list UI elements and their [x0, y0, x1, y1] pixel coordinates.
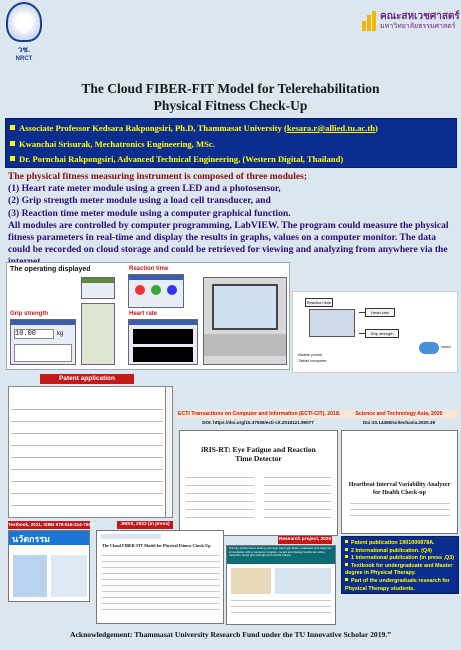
author-3: Dr. Pornchai Rakpongsiri, Advanced Techn…	[10, 152, 452, 168]
heart-rate-label: Heart rate	[129, 311, 158, 317]
nrct-logo-text: วช.	[17, 45, 31, 54]
authors-banner: Associate Professor Kedsara Rakpongsiri,…	[5, 118, 457, 168]
diagram-heart-rate: Heart rate	[365, 308, 395, 317]
diagram-grip-strength: Grip strength	[365, 329, 399, 338]
sat-paper: Heartbeat Interval Variability Analyzer …	[341, 430, 458, 534]
research-banner: Primary performance testing prototype ha…	[227, 546, 335, 564]
tu-logo-line1: คณะสหเวชศาสตร์	[380, 11, 460, 22]
author-2: Kwanchai Srisurak, Mechatronics Engineer…	[10, 137, 452, 153]
author-1: Associate Professor Kedsara Rakpongsiri,…	[10, 121, 452, 137]
patent-document	[8, 386, 166, 518]
research-label: Research project, 2020	[278, 536, 332, 544]
tu-allied-health-logo: คณะสหเวชศาสตร์ มหาวิทยาลัยธรรมศาสตร์	[362, 8, 460, 34]
operating-display-panel: The operating displayed Grip strength 10…	[6, 262, 290, 370]
patent-label: Patent application No.1901000878	[40, 374, 134, 392]
textbook-cover-title: นวัตกรรม	[9, 531, 89, 545]
sat-doi: Doi:10.14456/scitechasia.2020.39	[362, 420, 436, 425]
jmss-paper: The Cloud FIBER-FIT Model for Physical F…	[96, 530, 224, 624]
jmss-label: JMSS, 2022 (in press)	[117, 521, 173, 529]
sat-header: Science and Technology Asia, 2020	[340, 410, 458, 418]
grip-strength-window: 10.00 kg	[10, 319, 76, 365]
heart-rate-window	[128, 319, 198, 365]
patent-document-edge	[166, 386, 173, 518]
achievement-item: 2 International publication. (Q4)	[345, 547, 455, 556]
device-photo-top	[81, 277, 115, 299]
description-item-3: (3) Reaction time meter module using a c…	[8, 207, 291, 219]
diagram-tablet: -Tablet computer	[297, 358, 327, 363]
ecti-paper: iRIS-RT: Eye Fatigue and Reaction Time D…	[179, 430, 338, 536]
achievement-item: Textbook for undergraduate and Master de…	[345, 562, 453, 577]
ecti-header: ECTI Transactions on Computer and Inform…	[178, 410, 341, 418]
tu-logo-line2: มหาวิทยาลัยธรรมศาสตร์	[380, 22, 456, 30]
system-diagram: Reaction time Heart rate Grip strength -…	[292, 291, 458, 373]
description-body: All modules are controlled by computer p…	[8, 219, 449, 268]
cloud-icon	[419, 342, 439, 354]
acknowledgement: Acknowledgement: Thammasat University Re…	[70, 630, 391, 639]
operating-panel-title: The operating displayed	[10, 266, 91, 273]
textbook-label: Textbook, 2021, ISBN 978-616-314-799-2	[8, 521, 95, 529]
nrct-logo-caption: NRCT	[15, 56, 33, 62]
description-item-1: (1) Heart rate meter module using a gree…	[8, 183, 281, 195]
author-email-link[interactable]: kesara.r@allied.tu.ac.th	[286, 123, 376, 133]
device-photo-hand	[81, 303, 115, 365]
grip-value-display: 10.00	[14, 329, 54, 339]
research-poster: Primary performance testing prototype ha…	[226, 545, 336, 625]
achievements-list: Patent publication 1901000878A. 2 Intern…	[341, 536, 459, 594]
jmss-paper-title: The Cloud FIBER-FIT Model for Physical F…	[102, 543, 211, 548]
achievement-item: 1 International publication (in press ,Q…	[345, 555, 455, 563]
sat-paper-title: Heartbeat Interval Variability Analyzer …	[348, 482, 451, 496]
description-intro: The physical fitness measuring instrumen…	[8, 171, 308, 182]
poster-title-line1: The Cloud FIBER-FIT Model for Telerehabi…	[81, 81, 380, 96]
grip-unit: kg	[57, 331, 64, 337]
description-item-2: (2) Grip strength meter module using a l…	[8, 195, 271, 207]
description: The physical fitness measuring instrumen…	[8, 171, 458, 269]
nrct-logo: วช. NRCT	[4, 2, 44, 62]
grip-strength-label: Grip strength	[10, 311, 49, 317]
laptop-icon	[309, 309, 355, 337]
achievement-item: Part of the undergraduate research for P…	[345, 577, 450, 592]
textbook-cover: นวัตกรรม	[8, 530, 90, 602]
diagram-cloud: cloud	[441, 344, 451, 349]
poster-title-line2: Physical Fitness Check-Up	[153, 98, 308, 113]
ecti-doi: DOI: https://doi.org/10.37936/ecti-cit.2…	[202, 420, 314, 425]
diagram-mobile: -Mobile phone	[297, 352, 323, 357]
ecti-paper-title: iRIS-RT: Eye Fatigue and Reaction Time D…	[201, 445, 316, 463]
diagram-reaction-time: Reaction time	[305, 298, 333, 307]
reaction-time-window	[128, 274, 184, 308]
device-photo-laptop	[203, 277, 287, 365]
nrct-seal-icon	[6, 2, 42, 42]
achievement-item: Patent publication 1901000878A.	[345, 540, 455, 548]
reaction-time-label: Reaction time	[129, 266, 169, 272]
tu-logo-icon	[362, 11, 378, 31]
